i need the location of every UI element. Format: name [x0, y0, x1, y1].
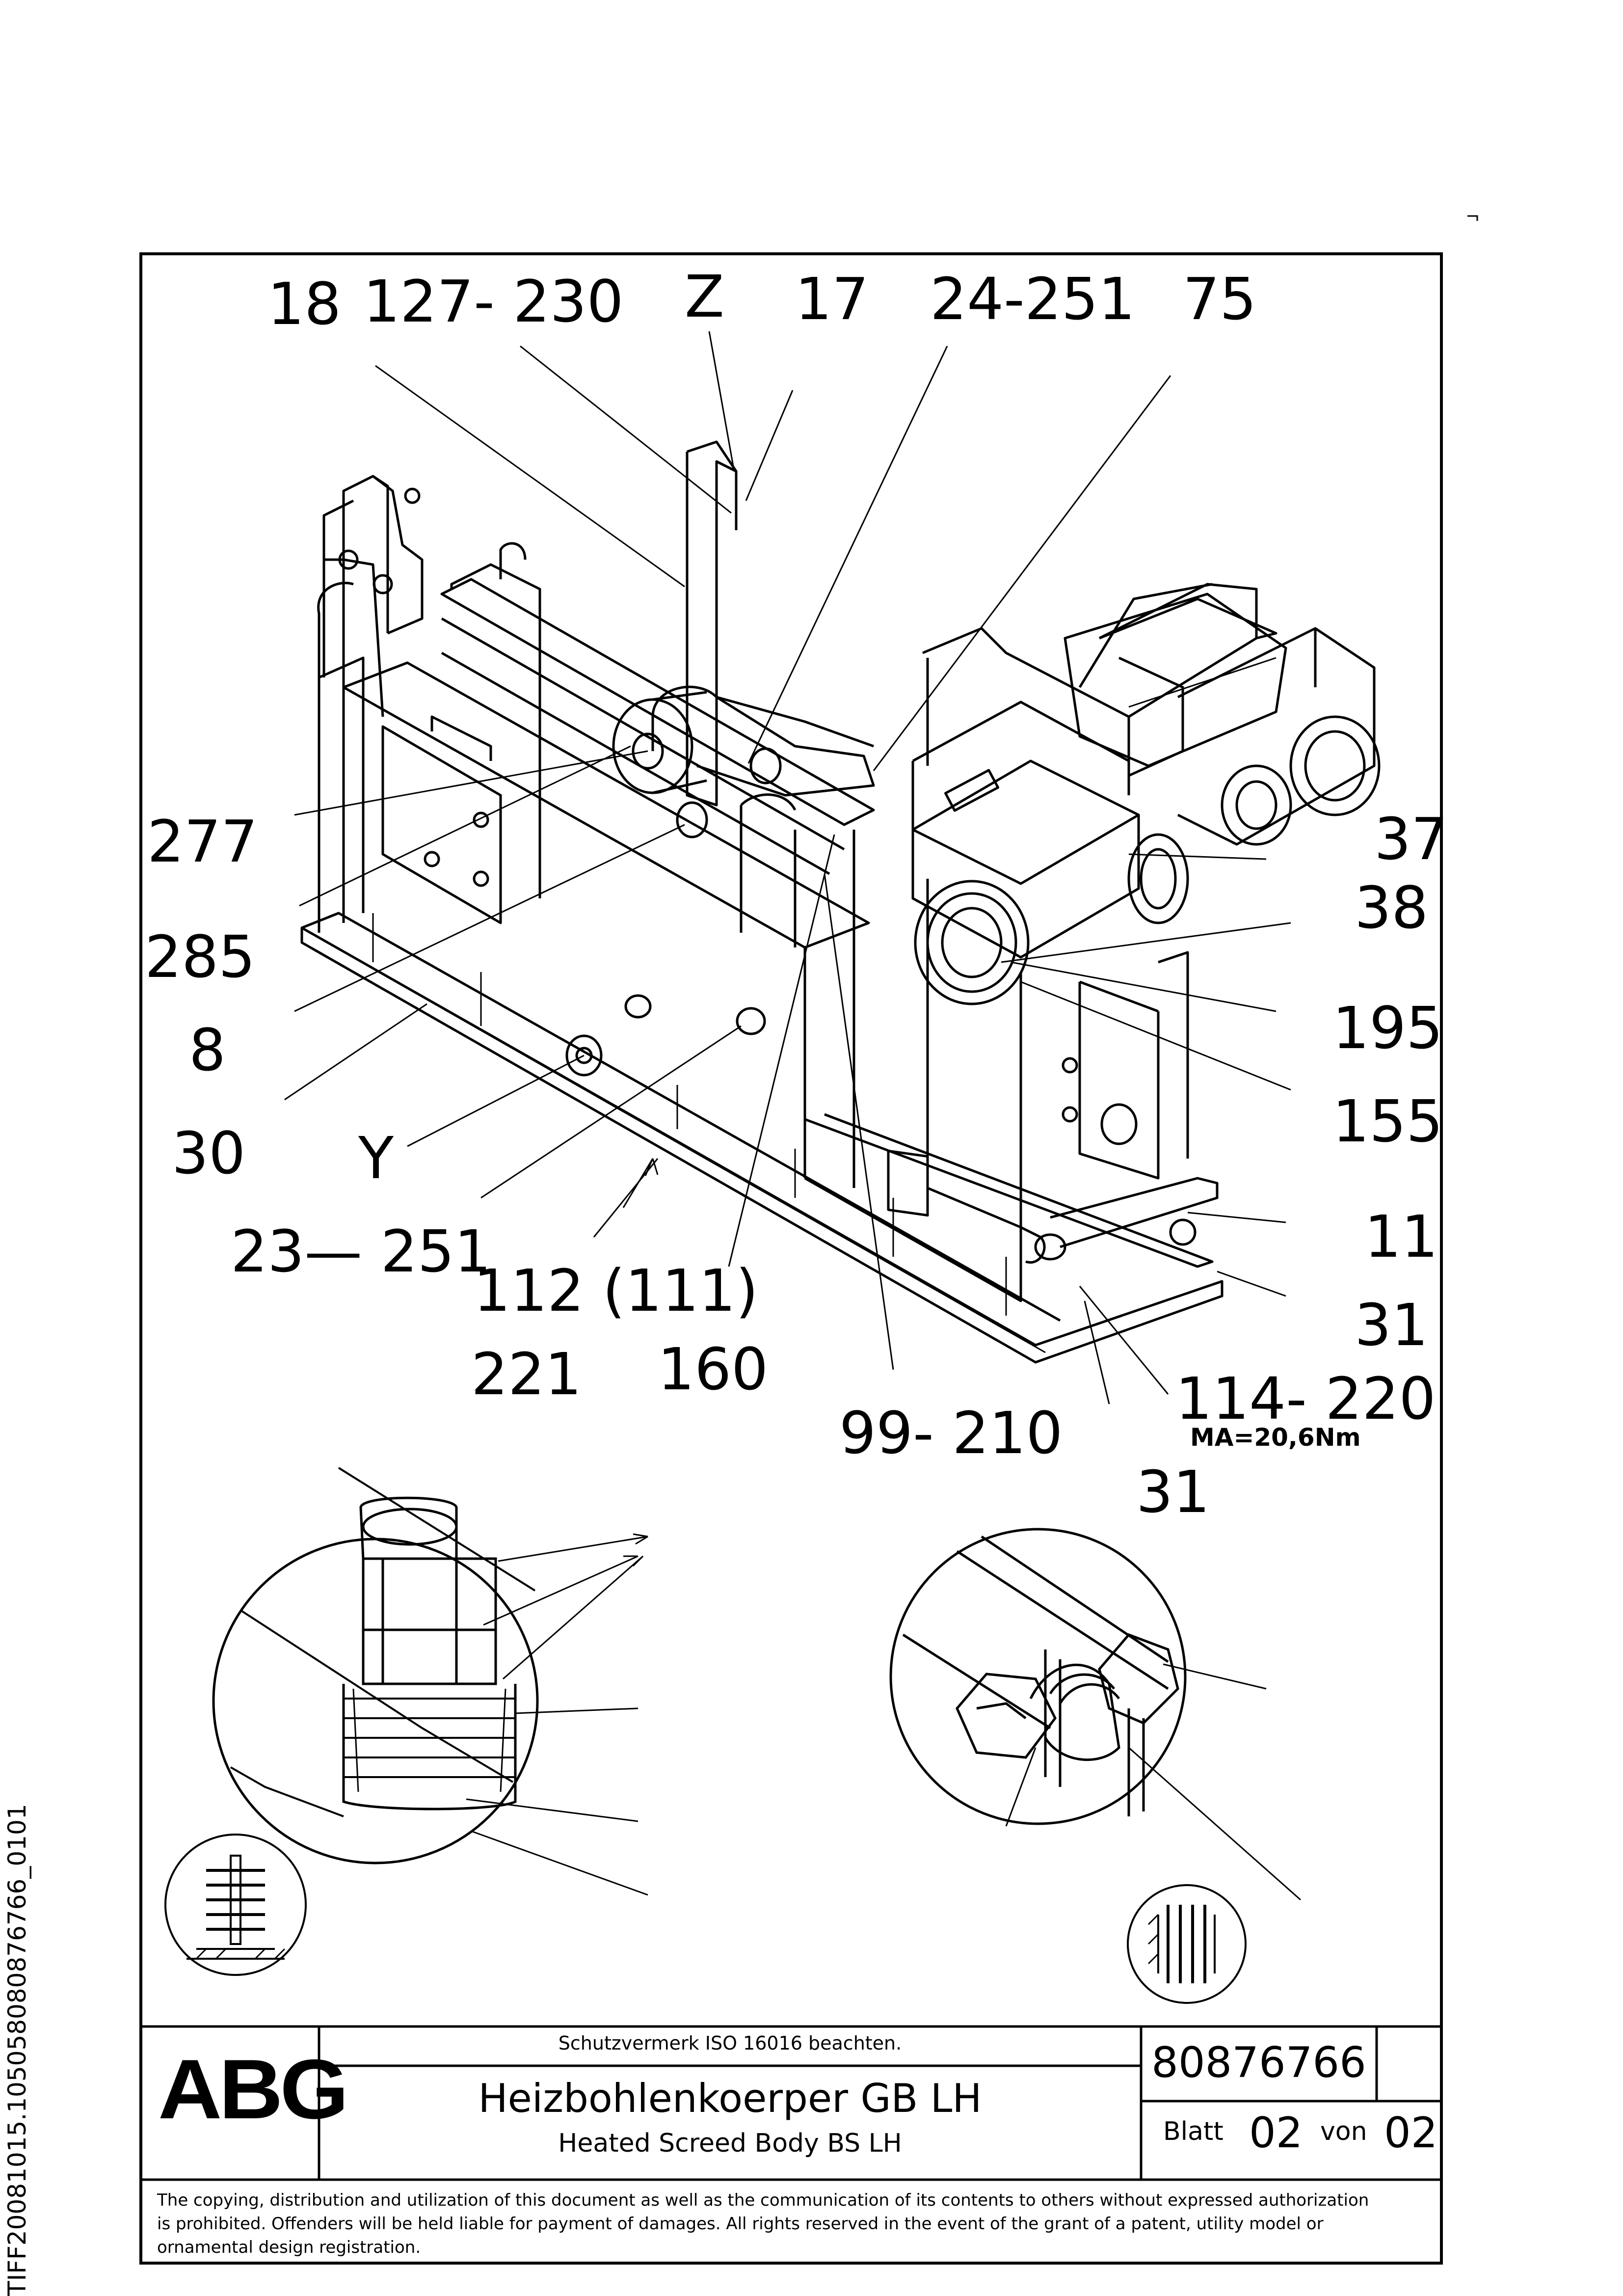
callout-y: Y — [358, 1124, 394, 1192]
callout-8: 8 — [189, 1016, 226, 1084]
callout-24-251: 24-251 — [930, 265, 1135, 333]
callout-31-right: 31 — [1355, 1291, 1428, 1359]
protection-note: Schutzvermerk ISO 16016 beachten. — [558, 2032, 902, 2054]
corner-mark — [1467, 215, 1478, 221]
side-identifier: TIFF20081015.105058080876766_0101 — [3, 1804, 31, 2296]
copyright-line-3: ornamental design registration. — [157, 2238, 421, 2257]
callout-127-230: 127- 230 — [363, 268, 624, 335]
callout-155: 155 — [1332, 1087, 1443, 1155]
callout-195: 195 — [1332, 994, 1443, 1062]
detail-z — [889, 1528, 1187, 1825]
sheet-number: 02 — [1249, 2108, 1303, 2158]
detail-y — [212, 1467, 539, 1864]
callout-75: 75 — [1183, 265, 1256, 333]
copyright-notice: The copying, distribution and utilizatio… — [157, 2188, 1369, 2259]
callout-z: Z — [685, 263, 724, 330]
abg-logo: ABG — [158, 2042, 349, 2136]
screed-body-assembly — [300, 440, 1381, 1364]
detail-z-leaders — [1005, 1663, 1301, 1901]
callout-17: 17 — [795, 265, 869, 333]
copyright-line-1: The copying, distribution and utilizatio… — [157, 2190, 1369, 2210]
callout-99-210: 99- 210 — [839, 1399, 1063, 1467]
callout-221: 221 — [471, 1340, 582, 1408]
callout-31-mid: 31 — [1136, 1458, 1210, 1526]
callout-160: 160 — [658, 1335, 768, 1403]
leader-lines — [284, 331, 1291, 1405]
washer-symbol-icon — [1127, 1884, 1247, 2004]
callout-11: 11 — [1364, 1203, 1438, 1270]
of-label: von — [1320, 2117, 1367, 2146]
callout-38: 38 — [1355, 874, 1428, 942]
fitting-symbol-icon — [164, 1834, 307, 1976]
callout-285: 285 — [145, 923, 255, 991]
callout-112-111: 112 (111) — [474, 1257, 758, 1324]
callout-23-251: 23— 251 — [231, 1217, 491, 1285]
detail-y-leaders — [466, 1533, 648, 1896]
sheet-total: 02 — [1384, 2108, 1438, 2158]
drawing-number: 80876766 — [1151, 2038, 1366, 2087]
copyright-line-2: is prohibited. Offenders will be held li… — [157, 2214, 1324, 2234]
title-block-lines — [141, 2025, 1441, 2181]
drawing-frame — [139, 252, 1443, 2265]
drawing-title-en: Heated Screed Body BS LH — [558, 2129, 902, 2158]
callout-114-220: 114- 220 — [1175, 1365, 1436, 1432]
sheet-label: Blatt — [1163, 2117, 1224, 2146]
callout-277: 277 — [147, 808, 258, 875]
callout-30: 30 — [172, 1119, 245, 1187]
callout-37: 37 — [1374, 805, 1448, 873]
callout-114-torque: MA=20,6Nm — [1190, 1423, 1361, 1452]
drawing-title-de: Heizbohlenkoerper GB LH — [478, 2076, 982, 2121]
callout-18: 18 — [267, 270, 341, 338]
